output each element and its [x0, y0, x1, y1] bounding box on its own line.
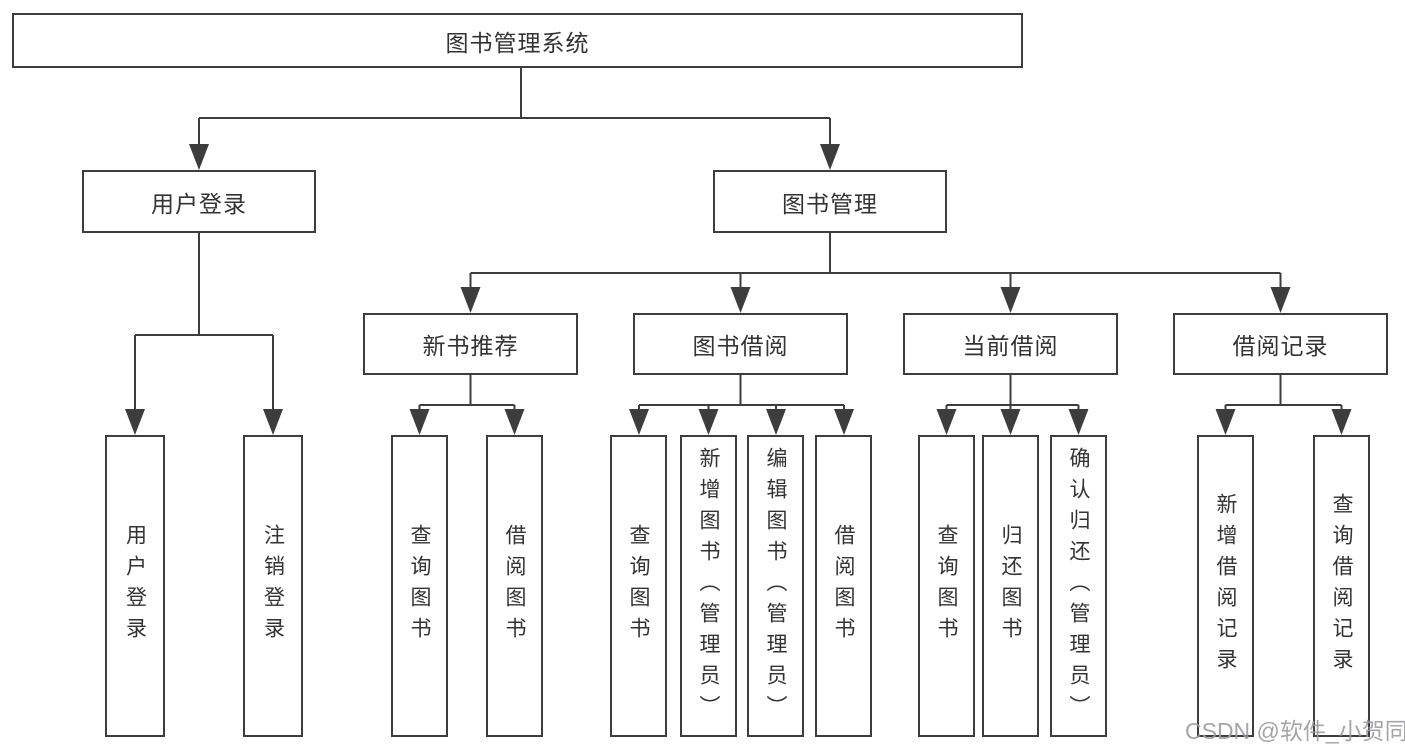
node-label: 借阅记录: [1232, 333, 1329, 359]
node-label: 图书借阅: [692, 333, 789, 359]
leaf-bb-query-books: 查询图书: [610, 435, 667, 737]
leaf-logout: 注销登录: [243, 435, 303, 737]
node-user-login-branch: 用户登录: [82, 170, 316, 233]
leaf-label: 查询图书: [627, 524, 650, 648]
leaf-bb-borrow-books: 借阅图书: [815, 435, 872, 737]
leaf-br-add-borrow-record: 新增借阅记录: [1197, 435, 1254, 737]
node-label: 图书管理: [782, 190, 878, 217]
node-current-borrowing: 当前借阅: [903, 313, 1118, 375]
leaf-nbr-query-books: 查询图书: [391, 435, 448, 737]
leaf-label: 用户登录: [123, 524, 147, 648]
connector-paths: [134, 68, 1343, 411]
leaf-label: 查询借阅记录: [1330, 493, 1353, 679]
arrow-heads: [125, 144, 1352, 435]
leaf-nbr-borrow-books: 借阅图书: [486, 435, 543, 737]
leaf-label: 编辑图书（管理员）: [764, 446, 787, 726]
leaf-label: 查询图书: [408, 524, 431, 648]
node-label: 当前借阅: [962, 333, 1059, 359]
leaf-label: 借阅图书: [832, 524, 855, 648]
leaf-bb-add-books-admin: 新增图书（管理员）: [680, 435, 737, 737]
leaf-cb-return-books: 归还图书: [982, 435, 1039, 737]
leaf-label: 新增借阅记录: [1214, 493, 1237, 679]
leaf-label: 注销登录: [261, 524, 285, 648]
leaf-label: 归还图书: [999, 524, 1022, 648]
leaf-br-query-borrow-record: 查询借阅记录: [1313, 435, 1370, 737]
node-label: 用户登录: [151, 190, 247, 217]
node-label: 新书推荐: [422, 333, 519, 359]
leaf-cb-confirm-return-admin: 确认归还（管理员）: [1050, 435, 1107, 737]
leaf-bb-edit-books-admin: 编辑图书（管理员）: [747, 435, 804, 737]
node-borrowing-records: 借阅记录: [1173, 313, 1388, 375]
node-new-book-recommendation: 新书推荐: [363, 313, 578, 375]
leaf-cb-query-books: 查询图书: [918, 435, 975, 737]
leaf-label: 借阅图书: [503, 524, 526, 648]
leaf-label: 新增图书（管理员）: [697, 446, 720, 726]
node-label: 图书管理系统: [445, 29, 590, 56]
leaf-user-login: 用户登录: [105, 435, 165, 737]
leaf-label: 确认归还（管理员）: [1067, 446, 1090, 726]
node-book-management-branch: 图书管理: [713, 170, 947, 233]
csdn-watermark: CSDN @软件_小贺同学: [1185, 718, 1405, 744]
node-book-borrowing: 图书借阅: [633, 313, 848, 375]
leaf-label: 查询图书: [935, 524, 958, 648]
node-library-management-system: 图书管理系统: [12, 13, 1023, 68]
